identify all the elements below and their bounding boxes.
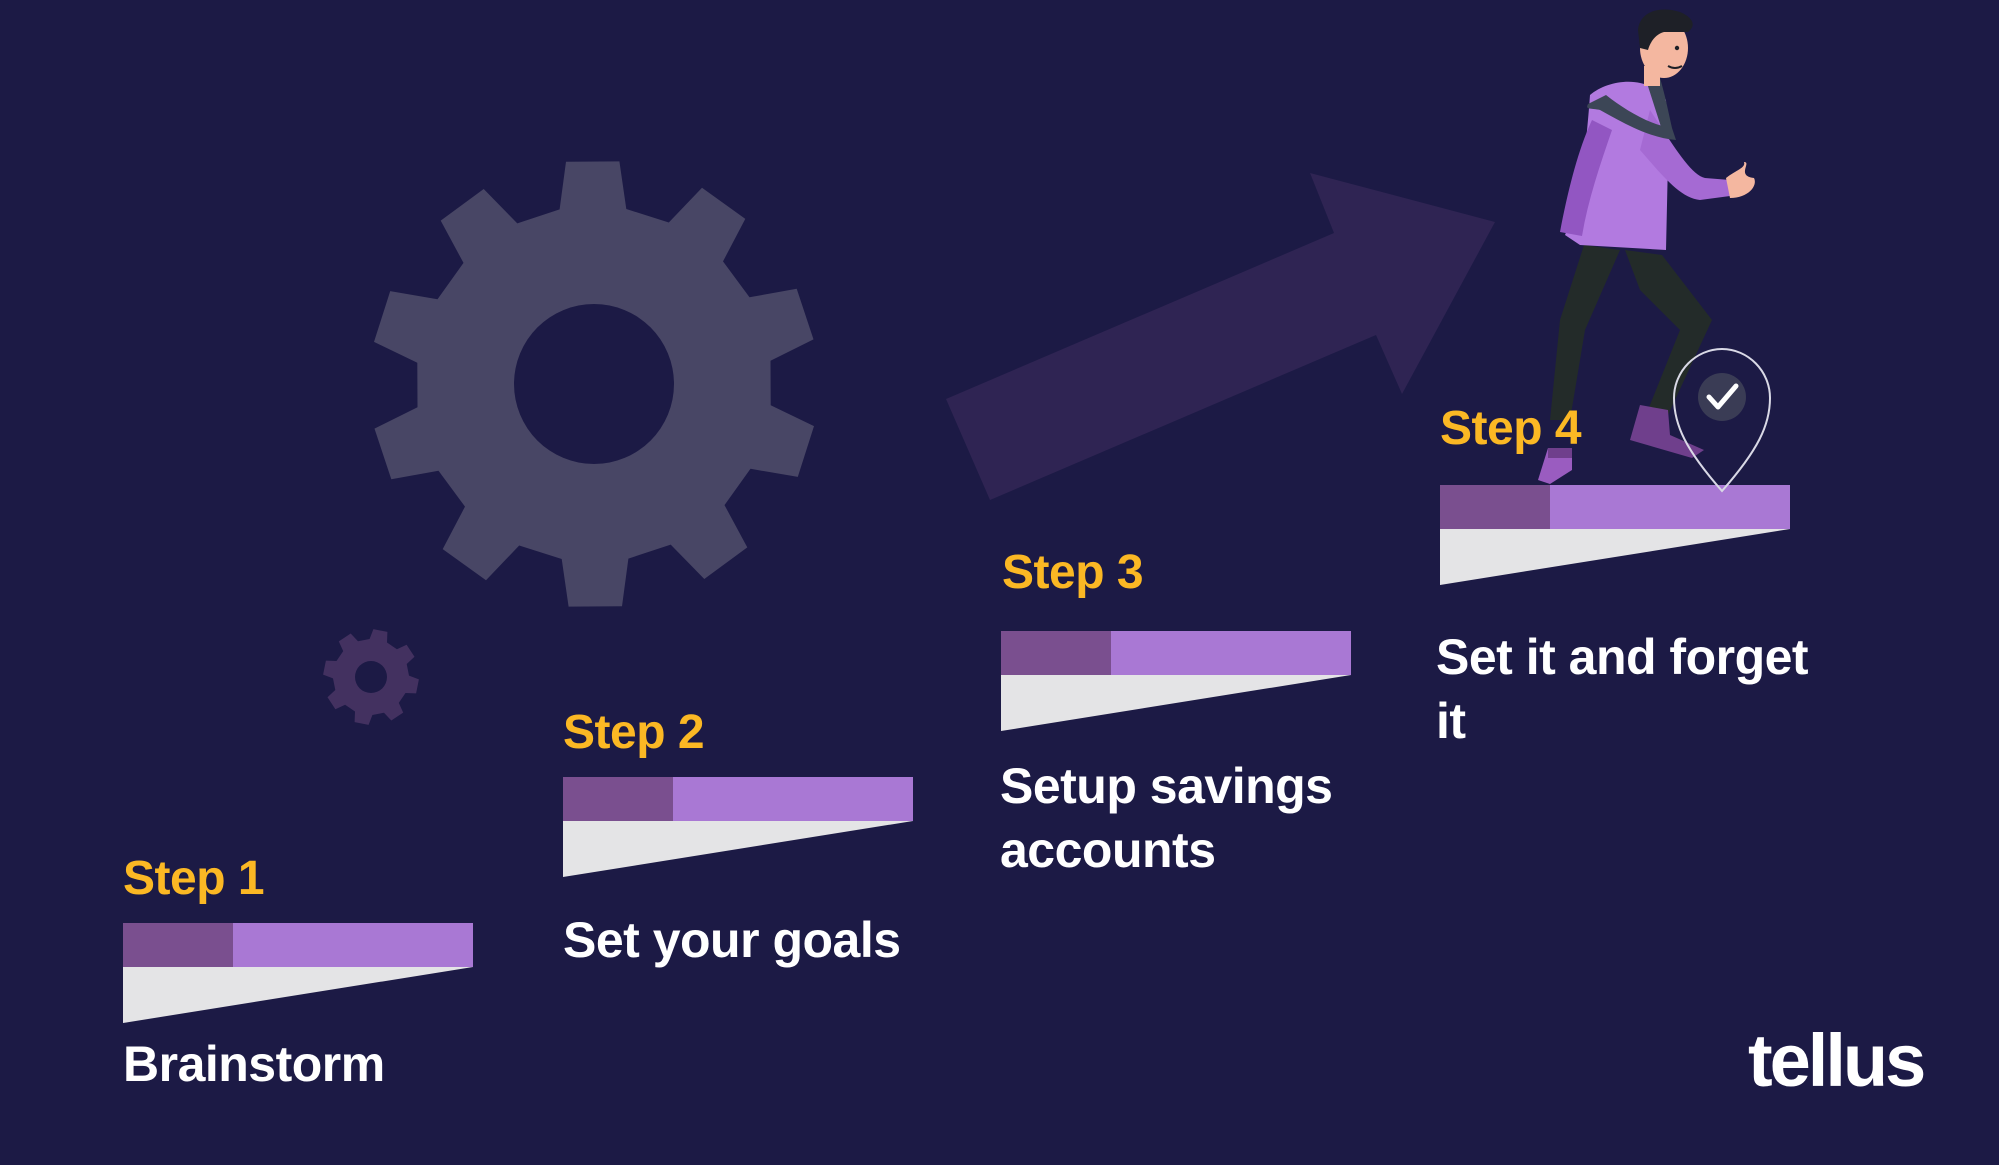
step-1-heading: Step 1: [123, 852, 265, 905]
stair-2: [563, 777, 913, 877]
step-1-label: Brainstorm: [123, 1036, 385, 1092]
step-3-heading: Step 3: [1002, 546, 1144, 599]
large-gear-icon: [374, 161, 814, 607]
stair-4: [1440, 485, 1790, 585]
step-2-heading: Step 2: [563, 706, 705, 759]
upward-arrow-icon: [946, 173, 1495, 500]
step-2-label: Set your goals: [563, 912, 901, 968]
step-4-label: Set it and forget it: [1436, 629, 1809, 749]
stair-3: [1001, 631, 1351, 731]
step-4-heading: Step 4: [1440, 402, 1582, 455]
small-gear-icon: [323, 629, 419, 725]
tellus-logo: tellus: [1748, 1019, 1926, 1102]
step-3-label: Setup savings accounts: [1000, 758, 1333, 878]
stair-1: [123, 923, 473, 1023]
